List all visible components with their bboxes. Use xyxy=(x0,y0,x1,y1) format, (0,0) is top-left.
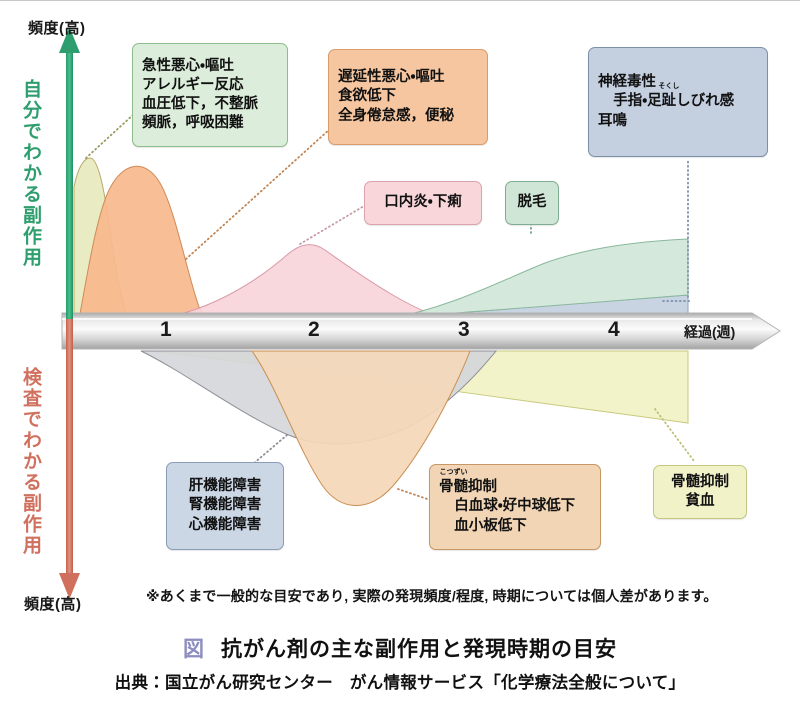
myelosuppression-line-3: 血小板低下 xyxy=(454,517,527,534)
figure-source: 出典：国立がん研究センター がん情報サービス「化学療法全般について」 xyxy=(114,674,686,692)
chart-canvas xyxy=(59,27,781,599)
neurotoxicity-line-3: 耳鳴 xyxy=(598,112,627,129)
figure-caption-text: 抗がん剤の主な副作用と発現時期の目安 xyxy=(221,638,617,661)
organ-damage-line-2: 腎機能障害 xyxy=(188,497,262,514)
stomatitis-label: 口内炎・下痢 xyxy=(384,194,462,211)
myelosuppression-title-suffix: 抑制 xyxy=(468,479,497,496)
acute-nausea-line-1: 急性悪心・嘔吐 xyxy=(142,57,234,74)
myelosuppression-line-2: 白血球・好中球低下 xyxy=(454,498,576,515)
organ-damage-line-3: 心機能障害 xyxy=(188,516,262,533)
neurotoxicity-ruby-group: そくし趾 xyxy=(658,83,679,111)
myelosuppression-ruby-base: 骨髄 xyxy=(439,479,468,496)
callout-acute-nausea[interactable]: 急性悪心・嘔吐 アレルギー反応 血圧低下，不整脈 頻脈，呼吸困難 xyxy=(132,43,288,147)
lower-axis-label: 検査でわかる副作用 xyxy=(19,367,41,556)
myelosuppression-title: こつずい骨髄抑制 xyxy=(439,469,591,497)
organ-damage-line-1: 肝機能障害 xyxy=(188,478,262,495)
acute-nausea-line-4: 頻脈，呼吸困難 xyxy=(142,115,244,132)
callout-neurotoxicity[interactable]: 神経毒性 手指・足そくし趾しびれ感 耳鳴 xyxy=(588,47,768,157)
neurotoxicity-line-2: 手指・足そくし趾しびれ感 xyxy=(598,83,758,111)
callout-anemia[interactable]: 骨髄抑制 貧血 xyxy=(653,465,747,519)
area-stomatitis xyxy=(143,244,453,320)
neurotoxicity-line-2-a: 手指・足 xyxy=(613,93,662,110)
acute-nausea-line-2: アレルギー反応 xyxy=(142,76,244,93)
upper-axis-label: 自分でわかる副作用 xyxy=(19,79,41,268)
figure-caption: 図抗がん剤の主な副作用と発現時期の目安 xyxy=(0,633,800,663)
figure-caption-mark: 図 xyxy=(183,638,205,661)
neurotoxicity-line-2-b: しびれ感 xyxy=(676,93,735,110)
timeline-bar xyxy=(61,312,781,350)
time-axis-label: 経過(週) xyxy=(684,324,736,340)
time-tick-2: 2 xyxy=(308,318,320,341)
up-axis-arrow xyxy=(59,27,80,323)
delayed-nausea-line-1: 遅延性悪心・嘔吐 xyxy=(338,69,445,86)
top-frequency-label: 頻度(高) xyxy=(28,20,86,37)
callout-myelosuppression[interactable]: こつずい骨髄抑制 白血球・好中球低下 血小板低下 xyxy=(429,464,601,550)
delayed-nausea-line-2: 食欲低下 xyxy=(338,88,396,105)
callout-delayed-nausea[interactable]: 遅延性悪心・嘔吐 食欲低下 全身倦怠感，便秘 xyxy=(328,49,488,145)
hair-loss-label: 脱毛 xyxy=(517,194,547,211)
anemia-line-1: 骨髄抑制 xyxy=(671,473,729,490)
neurotoxicity-ruby: そくし xyxy=(658,83,680,91)
delayed-nausea-line-3: 全身倦怠感，便秘 xyxy=(338,107,454,124)
down-axis-arrow xyxy=(59,319,80,599)
time-tick-4: 4 xyxy=(608,318,620,341)
callout-stomatitis[interactable]: 口内炎・下痢 xyxy=(364,181,482,225)
area-myelosuppression xyxy=(251,350,471,506)
time-tick-1: 1 xyxy=(160,318,172,341)
neurotoxicity-title: 神経毒性 xyxy=(598,74,656,91)
neurotoxicity-ruby-base: 趾 xyxy=(661,93,677,110)
myelosuppression-ruby-group: こつずい骨髄 xyxy=(439,469,468,497)
callout-organ-damage[interactable]: 肝機能障害 腎機能障害 心機能障害 xyxy=(166,462,284,550)
anemia-line-2: 貧血 xyxy=(685,493,715,509)
callout-hair-loss[interactable]: 脱毛 xyxy=(505,181,559,225)
acute-nausea-line-3: 血圧低下，不整脈 xyxy=(142,96,258,112)
myelosuppression-ruby: こつずい xyxy=(439,469,468,477)
bottom-frequency-label: 頻度(高) xyxy=(24,596,82,613)
time-tick-3: 3 xyxy=(458,318,470,341)
figure-footnote: ※あくまで一般的な目安であり, 実際の発現頻度/程度, 時期については個人差があ… xyxy=(146,588,718,604)
